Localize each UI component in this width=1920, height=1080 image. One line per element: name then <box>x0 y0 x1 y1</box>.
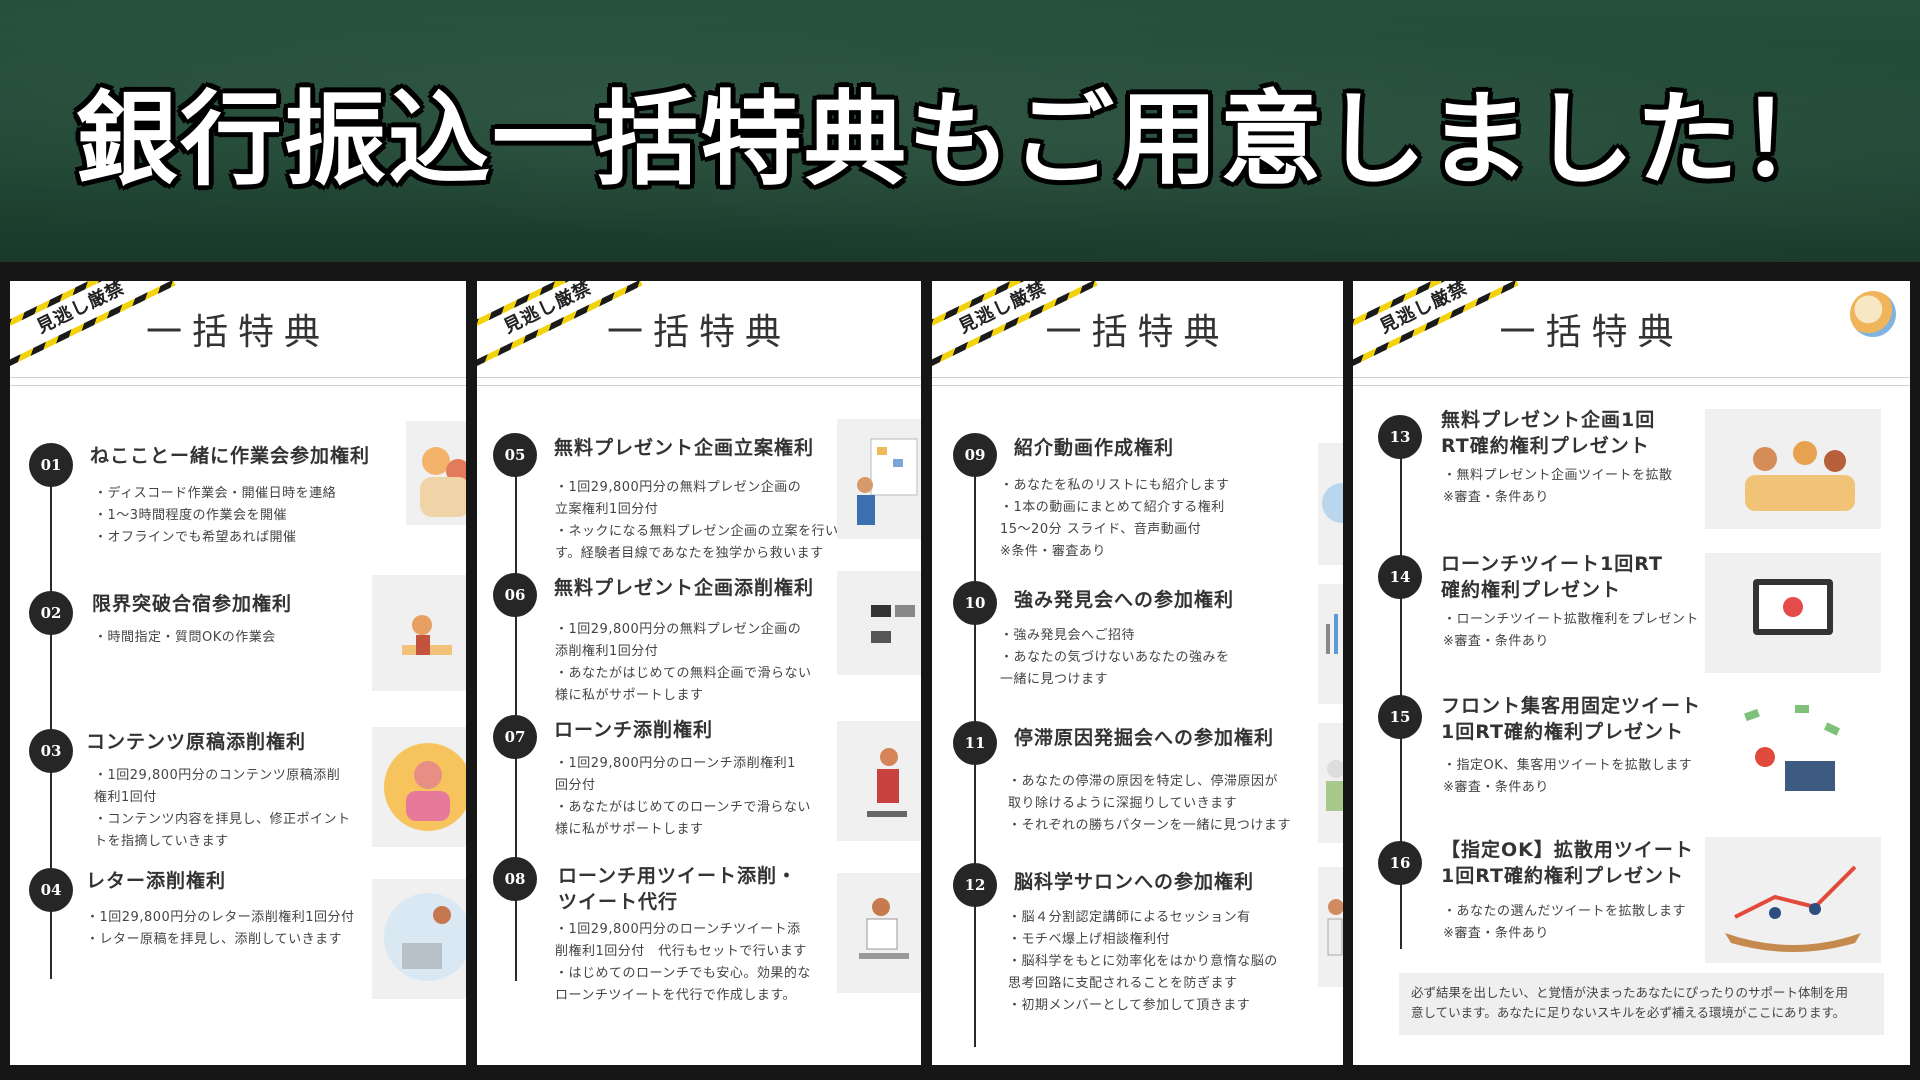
laptop-illustration <box>372 879 466 999</box>
item-description: ・1回29,800円分のコンテンツ原稿添削権利1回付・コンテンツ内容を拝見し、修… <box>94 768 351 849</box>
item-title: ローンチ添削権利 <box>554 719 714 741</box>
panel-title: 一括特典 <box>145 312 330 353</box>
item-number-badge: 09 <box>953 433 997 477</box>
boat-growth-illustration <box>1705 837 1881 963</box>
item-description: ・ディスコード作業会・開催日時を連絡・1〜3時間程度の作業会を開催・オフラインで… <box>94 486 337 545</box>
item-title: 紹介動画作成権利 <box>1014 437 1175 459</box>
item-number-badge: 07 <box>493 715 537 759</box>
thinking-person-illustration <box>1318 867 1343 987</box>
handshake-illustration <box>837 571 921 675</box>
item-description: ・ローンチツイート拡散権利をプレゼント※審査・条件あり <box>1443 612 1699 649</box>
item-description: ・1回29,800円分の無料プレゼン企画の添削権利1回分付・あなたがはじめての無… <box>555 622 812 703</box>
divider <box>10 377 466 378</box>
item-title: 無料プレゼント企画1回 RT確約権利プレゼント <box>1441 409 1656 457</box>
item-title: 無料プレゼント企画立案権利 <box>554 437 815 459</box>
people-illustration <box>406 421 466 525</box>
panel-title: 一括特典 <box>1499 312 1684 353</box>
item-number-badge: 04 <box>29 868 73 912</box>
item-number-badge: 16 <box>1378 841 1422 885</box>
divider <box>932 377 1343 378</box>
item-title: 【指定OK】拡散用ツイート 1回RT確約権利プレゼント <box>1441 839 1694 887</box>
workshop-illustration <box>372 575 466 691</box>
item-description: ・あなたの停滞の原因を特定し、停滞原因が取り除けるように深掘りしていきます・それ… <box>1008 774 1291 833</box>
item-title: 無料プレゼント企画添削権利 <box>554 577 815 599</box>
item-description: ・1回29,800円分の無料プレゼン企画の立案権利1回分付・ネックになる無料プレ… <box>555 480 853 561</box>
divider <box>1353 377 1910 378</box>
item-description: ・1回29,800円分のローンチツイート添削権利1回分付 代行もセットで行います… <box>555 922 811 1003</box>
closing-note: 必ず結果を出したい、と覚悟が決まったあなたにぴったりのサポート体制を用 意してい… <box>1399 973 1884 1035</box>
item-number-badge: 11 <box>953 721 997 765</box>
item-number-badge: 05 <box>493 433 537 477</box>
panel-title: 一括特典 <box>1045 312 1230 353</box>
bonus-panel-1: 見逃し厳禁 一括特典 01 ねこことー緒に作業会参加権利 ・ディスコード作業会・… <box>10 281 466 1065</box>
money-flying-illustration <box>1705 691 1881 817</box>
person-illustration <box>1318 443 1343 565</box>
item-title: 脳科学サロンへの参加権利 <box>1014 871 1255 893</box>
divider <box>932 385 1343 386</box>
helmet-person-illustration <box>1318 723 1343 843</box>
item-title: コンテンツ原稿添削権利 <box>86 731 307 753</box>
item-description: ・指定OK、集客用ツイートを拡散します※審査・条件あり <box>1443 758 1693 795</box>
item-title: ローンチツイート1回RT 確約権利プレゼント <box>1441 553 1664 601</box>
item-title: フロント集客用固定ツイート 1回RT確約権利プレゼント <box>1441 695 1702 743</box>
item-number-badge: 14 <box>1378 555 1422 599</box>
item-description: ・強み発見会へご招待・あなたの気づけないあなたの強みを一緒に見つけます <box>1000 628 1230 687</box>
item-description: ・1回29,800円分のレター添削権利1回分付・レター原稿を拝見し、添削していき… <box>86 910 355 947</box>
planning-board-illustration <box>837 419 921 539</box>
item-number-badge: 13 <box>1378 415 1422 459</box>
timeline-line <box>515 441 517 981</box>
chart-illustration <box>1318 584 1343 704</box>
item-description: ・無料プレゼント企画ツイートを拡散※審査・条件あり <box>1443 468 1673 505</box>
item-number-badge: 03 <box>29 729 73 773</box>
chalkboard-header <box>0 0 1920 262</box>
desk-work-illustration <box>837 873 921 993</box>
item-title: 強み発見会への参加権利 <box>1014 589 1235 611</box>
item-number-badge: 12 <box>953 863 997 907</box>
writing-illustration <box>372 727 466 847</box>
item-number-badge: 01 <box>29 443 73 487</box>
item-description: ・あなたの選んだツイートを拡散します※審査・条件あり <box>1443 904 1687 941</box>
headline: 銀行振込一括特典もご用意しました！ <box>76 81 1844 200</box>
bonus-panel-3: 見逃し厳禁 一括特典 09 紹介動画作成権利 ・あなたを私のリストにも紹介します… <box>932 281 1343 1065</box>
tablet-video-illustration <box>1705 553 1881 673</box>
item-title: ローンチ用ツイート添削・ ツイート代行 <box>558 865 798 913</box>
item-number-badge: 06 <box>493 573 537 617</box>
celebrating-people-illustration <box>1705 409 1881 529</box>
item-number-badge: 02 <box>29 591 73 635</box>
item-description: ・時間指定・質問OKの作業会 <box>94 630 276 645</box>
timeline-line <box>1400 429 1402 949</box>
divider <box>10 385 466 386</box>
item-description: ・脳４分割認定講師によるセッション有・モチベ爆上げ相談権利付・脳科学をもとに効率… <box>1008 910 1278 1013</box>
item-title: ねこことー緒に作業会参加権利 <box>90 445 371 467</box>
item-title: 停滞原因発掘会への参加権利 <box>1014 727 1275 749</box>
item-title: 限界突破合宿参加権利 <box>92 593 293 615</box>
bonus-panel-2: 見逃し厳禁 一括特典 05 無料プレゼント企画立案権利 ・1回29,800円分の… <box>477 281 921 1065</box>
divider <box>477 385 921 386</box>
panel-title: 一括特典 <box>606 312 791 353</box>
timeline-line <box>50 451 52 979</box>
item-number-badge: 10 <box>953 581 997 625</box>
item-title: レター添削権利 <box>86 870 227 892</box>
presentation-illustration <box>837 721 921 841</box>
bonus-panel-4: 見逃し厳禁 一括特典 13 無料プレゼント企画1回 RT確約権利プレゼント ・無… <box>1353 281 1910 1065</box>
brand-logo <box>1850 291 1896 337</box>
item-number-badge: 15 <box>1378 695 1422 739</box>
divider <box>1353 385 1910 386</box>
item-number-badge: 08 <box>493 857 537 901</box>
divider <box>477 377 921 378</box>
